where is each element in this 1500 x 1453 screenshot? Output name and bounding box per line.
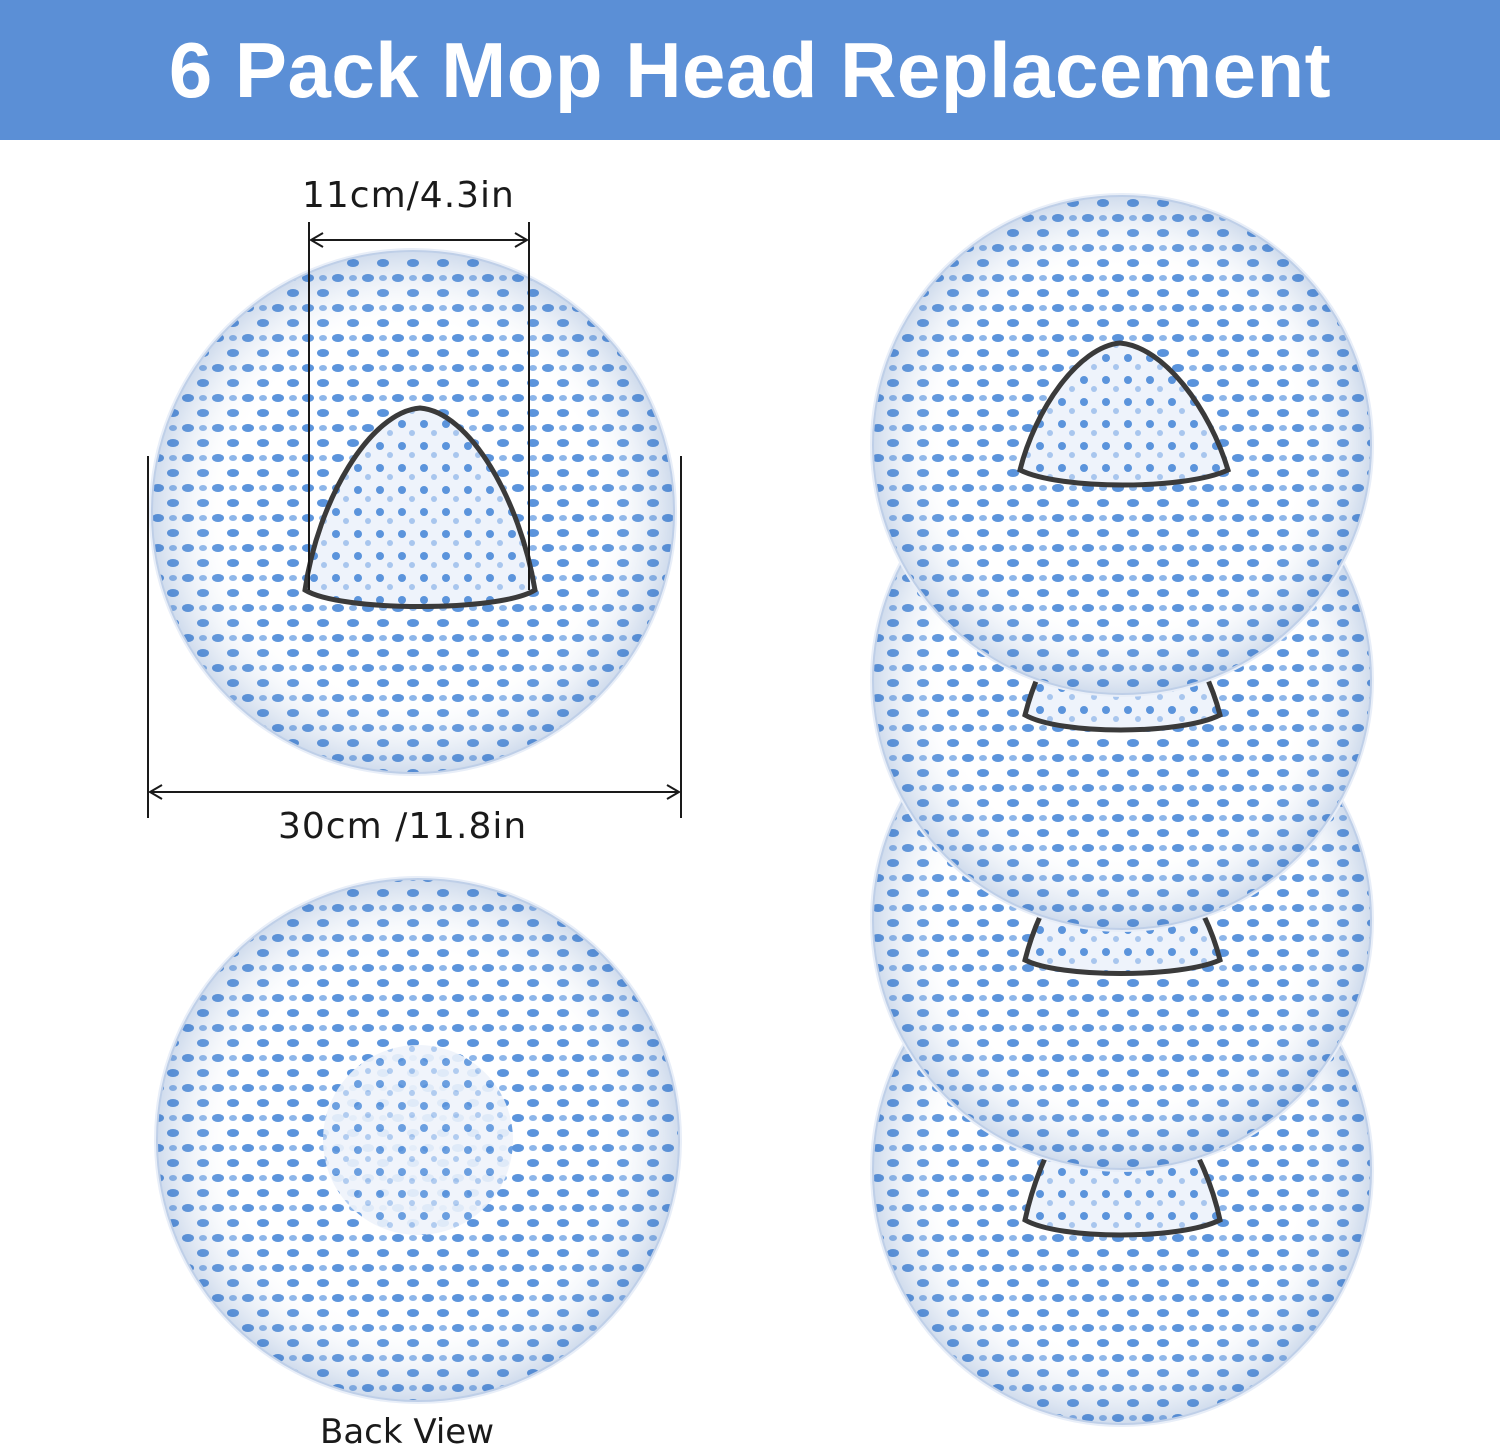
banner-title: 6 Pack Mop Head Replacement [168,25,1332,114]
outer-width-dimension [147,456,682,818]
back-view-mop-head [154,876,682,1404]
inner-width-dimension [308,222,530,590]
triangle-frame [302,405,538,609]
front-mop-head [149,248,677,776]
outer-width-label: 30cm /11.8in [278,806,528,847]
stacked-mop-heads [870,193,1374,1427]
inner-width-label: 11cm/4.3in [302,175,515,216]
title-banner: 6 Pack Mop Head Replacement [0,0,1500,140]
back-view-label: Back View [320,1412,495,1452]
